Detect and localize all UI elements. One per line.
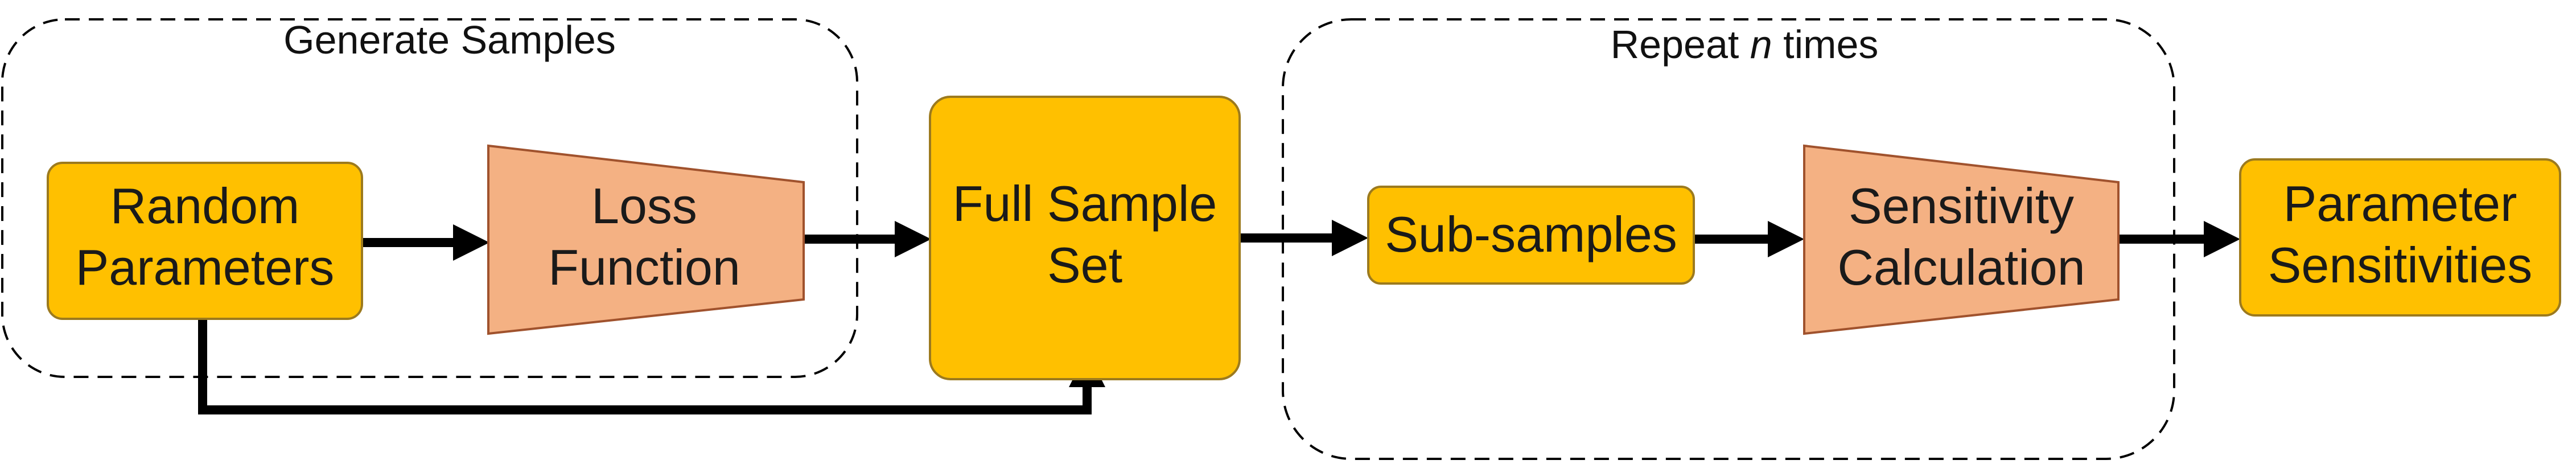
sensitivity-calculation-line2: Calculation bbox=[1837, 239, 2085, 295]
random-parameters-box bbox=[47, 162, 363, 320]
random-parameters-node: Random Parameters bbox=[47, 162, 363, 320]
loss-function-line1: Loss bbox=[591, 178, 697, 234]
generate-samples-group: Generate Samples bbox=[1, 18, 858, 378]
arrow-random-to-fullset-bypass bbox=[198, 319, 1105, 414]
full-sample-set-line2: Set bbox=[1047, 237, 1122, 293]
parameter-sensitivities-line1: Parameter bbox=[2283, 175, 2517, 232]
full-sample-set-box bbox=[929, 96, 1241, 380]
generate-samples-border bbox=[1, 18, 858, 378]
sensitivity-calculation-shape bbox=[1803, 144, 2120, 335]
loss-function-node: Loss Function bbox=[487, 144, 805, 335]
sensitivity-calculation-line1: Sensitivity bbox=[1849, 178, 2074, 234]
full-sample-set-node: Full Sample Set bbox=[929, 96, 1241, 380]
full-sample-set-line1: Full Sample bbox=[953, 175, 1217, 232]
random-parameters-line1: Random bbox=[110, 178, 300, 234]
repeat-label-suffix: times bbox=[1772, 22, 1879, 67]
sub-samples-label: Sub-samples bbox=[1385, 206, 1677, 262]
parameter-sensitivities-line2: Sensitivities bbox=[2268, 237, 2533, 293]
parameter-sensitivities-box bbox=[2239, 158, 2561, 317]
loss-function-line2: Function bbox=[548, 239, 740, 295]
repeat-n-times-label: Repeat n times bbox=[1611, 22, 1879, 67]
sub-samples-box bbox=[1367, 186, 1695, 285]
random-parameters-line2: Parameters bbox=[76, 239, 335, 295]
repeat-label-variable: n bbox=[1750, 22, 1772, 67]
sub-samples-node: Sub-samples bbox=[1367, 186, 1695, 285]
repeat-label-prefix: Repeat bbox=[1611, 22, 1750, 67]
arrows bbox=[198, 220, 2240, 414]
loss-function-shape bbox=[487, 144, 805, 335]
generate-samples-label: Generate Samples bbox=[283, 18, 616, 62]
parameter-sensitivities-node: Parameter Sensitivities bbox=[2239, 158, 2561, 317]
sensitivity-calculation-node: Sensitivity Calculation bbox=[1803, 144, 2120, 335]
